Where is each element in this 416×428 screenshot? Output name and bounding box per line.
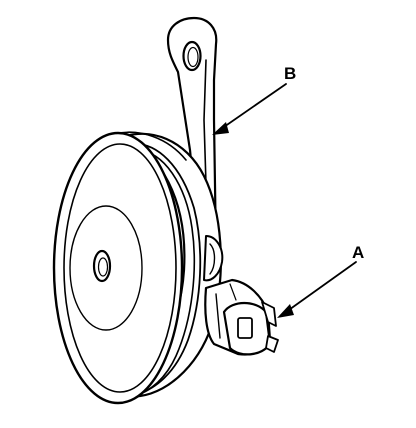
horn-front-face: [52, 131, 184, 405]
terminal-stem: [203, 235, 224, 282]
horn-connector: [204, 278, 279, 356]
connector-terminal-slot: [237, 317, 253, 339]
horn-body: [52, 131, 222, 405]
callout-label-b: B: [284, 64, 296, 83]
callout-label-a: A: [352, 243, 364, 262]
callout-b: B: [212, 64, 296, 135]
leader-line-a: [285, 261, 357, 313]
leader-line-b: [220, 83, 287, 130]
arrowhead-a: [277, 304, 294, 318]
callout-a: A: [277, 243, 364, 318]
arrowhead-b: [212, 122, 229, 135]
